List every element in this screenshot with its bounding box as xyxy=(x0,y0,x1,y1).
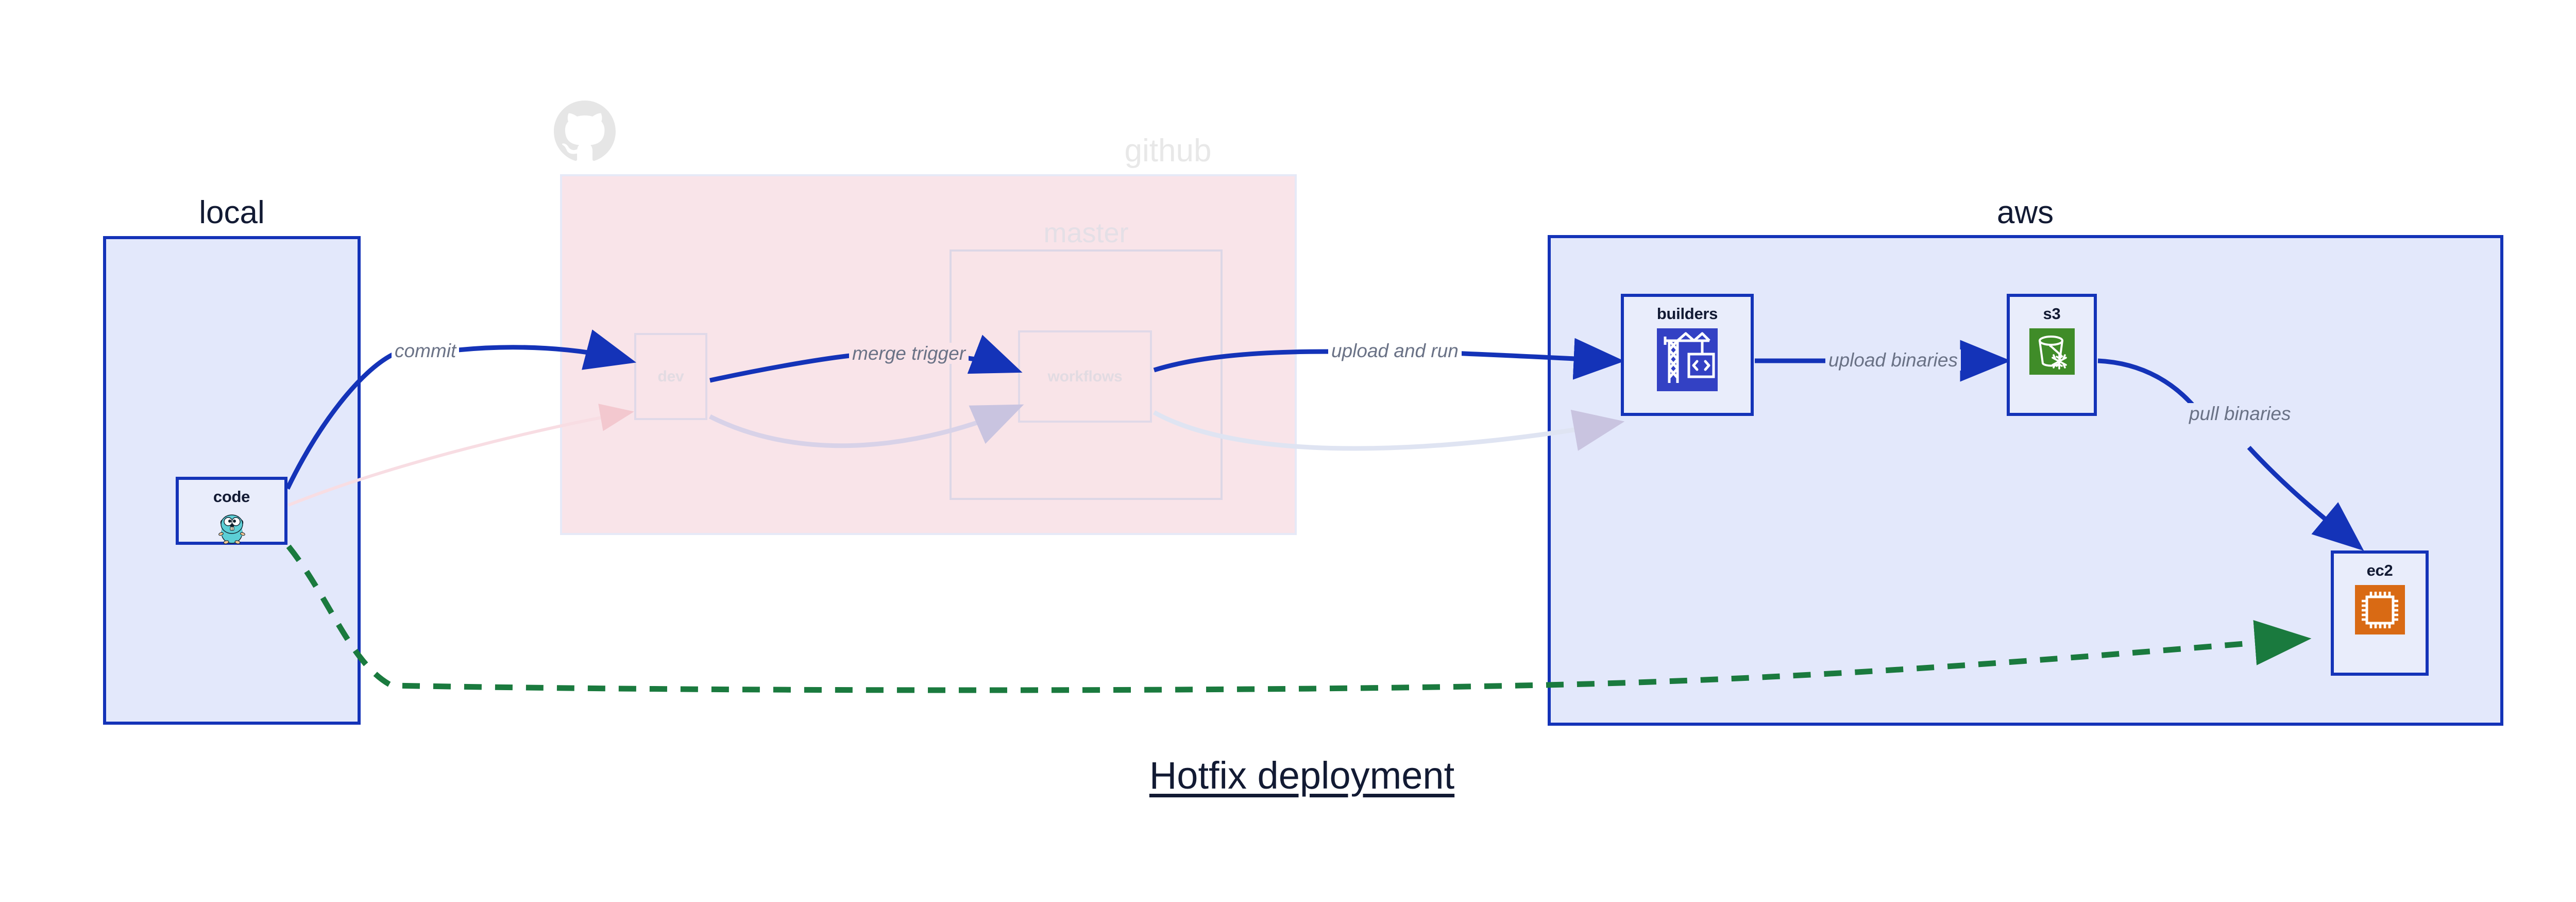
group-master[interactable] xyxy=(950,249,1223,500)
group-label-github: github xyxy=(1124,133,1212,169)
github-octocat-icon xyxy=(554,101,616,162)
node-dev-label: dev xyxy=(657,368,684,385)
group-label-master: master xyxy=(1043,218,1129,248)
node-ec2[interactable]: ec2 xyxy=(2331,550,2429,676)
edge-label-merge-trigger: merge trigger xyxy=(849,343,969,364)
edge-label-pull-binaries: pull binaries xyxy=(2186,403,2294,424)
group-label-local: local xyxy=(199,195,265,230)
node-builders[interactable]: builders xyxy=(1621,294,1754,416)
edge-label-commit: commit xyxy=(392,340,460,361)
aws-ec2-chip-icon xyxy=(2354,585,2405,637)
edge-label-upload-and-run: upload and run xyxy=(1328,340,1462,361)
node-s3-label: s3 xyxy=(2043,305,2061,323)
node-workflows[interactable]: workflows xyxy=(1018,330,1152,423)
aws-s3-glacier-icon xyxy=(2029,328,2075,377)
page-title: Hotfix deployment xyxy=(1149,754,1455,797)
node-dev[interactable]: dev xyxy=(634,333,707,420)
node-workflows-label: workflows xyxy=(1047,368,1123,385)
node-builders-label: builders xyxy=(1656,305,1718,323)
node-code[interactable]: code xyxy=(176,477,287,545)
node-ec2-label: ec2 xyxy=(2366,561,2393,579)
aws-codebuild-icon xyxy=(1657,328,1718,394)
go-gopher-icon xyxy=(217,511,247,547)
node-s3[interactable]: s3 xyxy=(2007,294,2097,416)
node-code-label: code xyxy=(213,488,250,506)
edge-label-upload-binaries: upload binaries xyxy=(1825,349,1961,371)
group-label-aws: aws xyxy=(1996,195,2054,230)
